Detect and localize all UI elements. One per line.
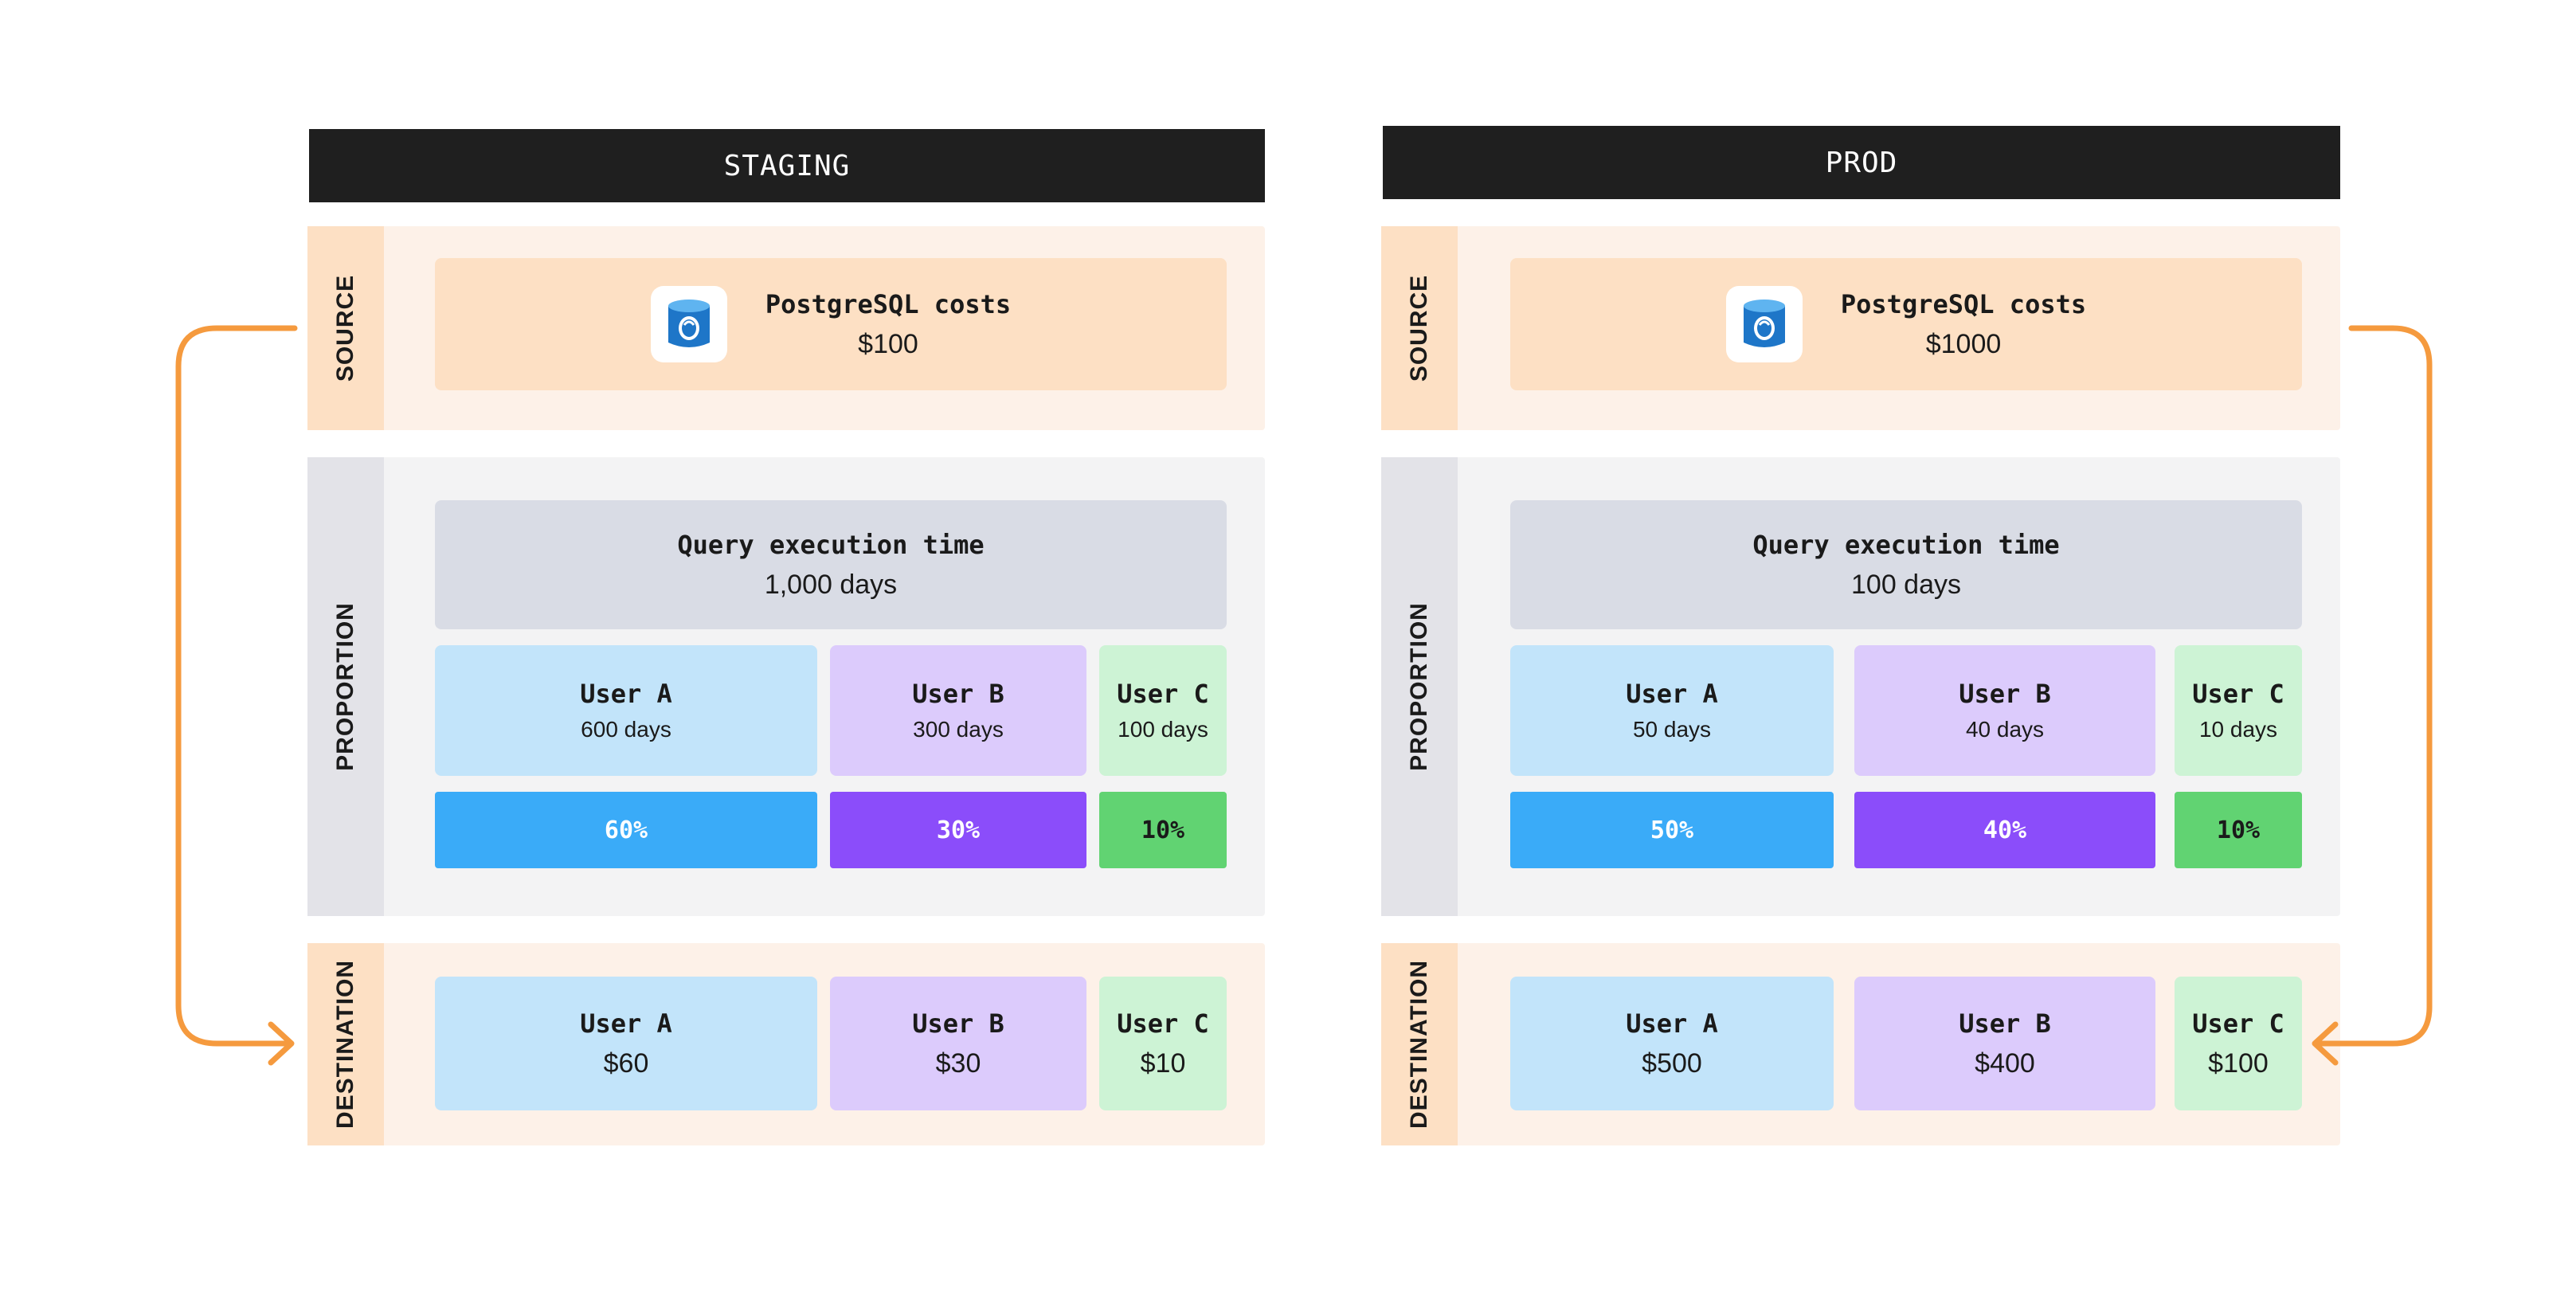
user-days: 40 days xyxy=(1965,717,2045,742)
prod-source-value: $1000 xyxy=(1925,328,2002,359)
postgresql-icon xyxy=(650,286,727,362)
user-cost: $500 xyxy=(1642,1047,1702,1079)
staging-flow-arrow xyxy=(175,325,298,1066)
staging-source-label: SOURCE xyxy=(307,226,384,430)
user-cost: $60 xyxy=(603,1047,649,1079)
user-name: User A xyxy=(580,679,672,709)
prod-header: PROD xyxy=(1383,126,2340,199)
user-name: User A xyxy=(580,1008,672,1039)
staging-user-a-percent: 60% xyxy=(435,792,817,868)
staging-user-c-card: User C 100 days xyxy=(1099,645,1227,776)
staging-query-title: Query execution time xyxy=(677,529,985,560)
user-days: 600 days xyxy=(581,717,671,742)
user-name: User C xyxy=(1117,1008,1209,1039)
staging-source-title: PostgreSQL costs xyxy=(765,288,1012,319)
staging-title: STAGING xyxy=(723,149,851,182)
prod-user-a-percent: 50% xyxy=(1510,792,1834,868)
prod-dest-user-a: User A $500 xyxy=(1510,977,1834,1110)
user-name: User A xyxy=(1626,679,1718,709)
prod-dest-user-c: User C $100 xyxy=(2175,977,2302,1110)
prod-user-c-card: User C 10 days xyxy=(2175,645,2302,776)
prod-flow-arrow xyxy=(2312,325,2433,1066)
prod-source-title: PostgreSQL costs xyxy=(1840,288,2087,319)
prod-query-value: 100 days xyxy=(1851,569,1961,600)
user-name: User B xyxy=(912,1008,1004,1039)
user-cost: $400 xyxy=(1975,1047,2035,1079)
postgresql-icon xyxy=(1725,286,1803,362)
staging-header: STAGING xyxy=(309,129,1265,202)
staging-destination-label: DESTINATION xyxy=(307,943,384,1145)
prod-user-c-percent: 10% xyxy=(2175,792,2302,868)
staging-user-c-percent: 10% xyxy=(1099,792,1227,868)
prod-source-label: SOURCE xyxy=(1381,226,1458,430)
prod-dest-user-b: User B $400 xyxy=(1854,977,2155,1110)
staging-source-card: PostgreSQL costs $100 xyxy=(435,258,1227,390)
prod-proportion-label: PROPORTION xyxy=(1381,457,1458,916)
staging-query-card: Query execution time 1,000 days xyxy=(435,500,1227,629)
staging-user-a-card: User A 600 days xyxy=(435,645,817,776)
user-name: User C xyxy=(1117,679,1209,709)
staging-dest-user-c: User C $10 xyxy=(1099,977,1227,1110)
prod-query-card: Query execution time 100 days xyxy=(1510,500,2302,629)
prod-destination-label: DESTINATION xyxy=(1381,943,1458,1145)
prod-source-card: PostgreSQL costs $1000 xyxy=(1510,258,2302,390)
user-cost: $100 xyxy=(2208,1047,2269,1079)
prod-title: PROD xyxy=(1825,146,1898,179)
user-days: 50 days xyxy=(1632,717,1712,742)
user-days: 10 days xyxy=(2198,717,2278,742)
staging-source-value: $100 xyxy=(858,328,918,359)
user-days: 100 days xyxy=(1118,717,1208,742)
prod-user-b-percent: 40% xyxy=(1854,792,2155,868)
user-cost: $30 xyxy=(935,1047,981,1079)
staging-user-b-card: User B 300 days xyxy=(830,645,1086,776)
prod-user-b-card: User B 40 days xyxy=(1854,645,2155,776)
staging-query-value: 1,000 days xyxy=(764,569,898,600)
staging-proportion-label: PROPORTION xyxy=(307,457,384,916)
user-name: User B xyxy=(1959,1008,2051,1039)
user-cost: $10 xyxy=(1140,1047,1186,1079)
user-name: User A xyxy=(1626,1008,1718,1039)
staging-dest-user-a: User A $60 xyxy=(435,977,817,1110)
staging-user-b-percent: 30% xyxy=(830,792,1086,868)
staging-dest-user-b: User B $30 xyxy=(830,977,1086,1110)
user-name: User C xyxy=(2192,679,2284,709)
user-name: User B xyxy=(1959,679,2051,709)
prod-query-title: Query execution time xyxy=(1752,529,2060,560)
user-days: 300 days xyxy=(913,717,1004,742)
prod-user-a-card: User A 50 days xyxy=(1510,645,1834,776)
user-name: User B xyxy=(912,679,1004,709)
user-name: User C xyxy=(2192,1008,2284,1039)
